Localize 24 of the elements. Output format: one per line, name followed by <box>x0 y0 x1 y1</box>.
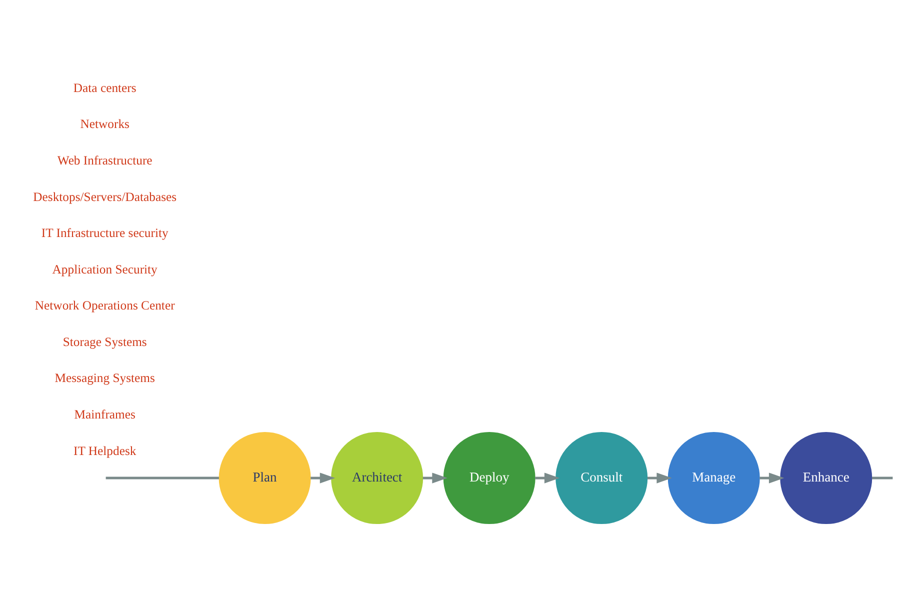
arrow <box>422 472 448 483</box>
label: Web Infrastructure <box>57 152 152 167</box>
label: Data centers <box>73 80 136 94</box>
label: IT Helpdesk <box>74 443 136 458</box>
arrow <box>535 472 560 483</box>
label: Messaging Systems <box>54 370 155 385</box>
arrow <box>647 472 672 483</box>
node-circle: Deploy <box>443 432 536 524</box>
node-circle: Manage <box>668 432 760 524</box>
label: Networks <box>80 116 130 131</box>
node-circle: Consult <box>556 432 648 524</box>
arrow <box>310 472 336 483</box>
node-circle: Architect <box>331 432 424 524</box>
node-circle: Plan <box>218 432 311 524</box>
arrow <box>760 472 784 483</box>
label: Desktops/Servers/Databases <box>33 189 177 204</box>
label: IT Infrastructure security <box>41 226 168 240</box>
connector <box>106 476 219 479</box>
label: Network Operations Center <box>34 298 175 312</box>
label: Application Security <box>52 262 158 276</box>
label: Mainframes <box>74 407 136 422</box>
node-circle: Enhance <box>780 432 872 524</box>
connector <box>872 476 893 479</box>
label: Storage Systems <box>62 334 147 348</box>
